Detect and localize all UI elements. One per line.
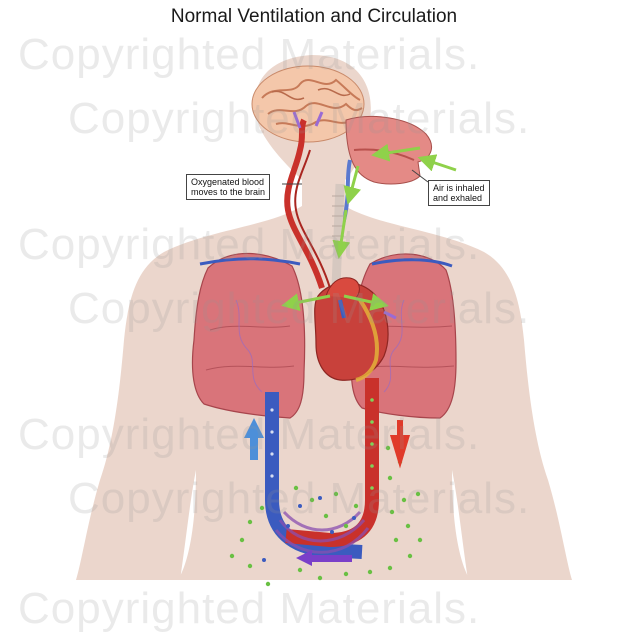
callout-air: Air is inhaled and exhaled xyxy=(428,180,490,206)
diagram-title: Normal Ventilation and Circulation xyxy=(0,6,628,28)
callout-blood-to-brain: Oxygenated blood moves to the brain xyxy=(186,174,270,200)
left-lung xyxy=(192,253,304,418)
head-airway xyxy=(346,116,432,184)
